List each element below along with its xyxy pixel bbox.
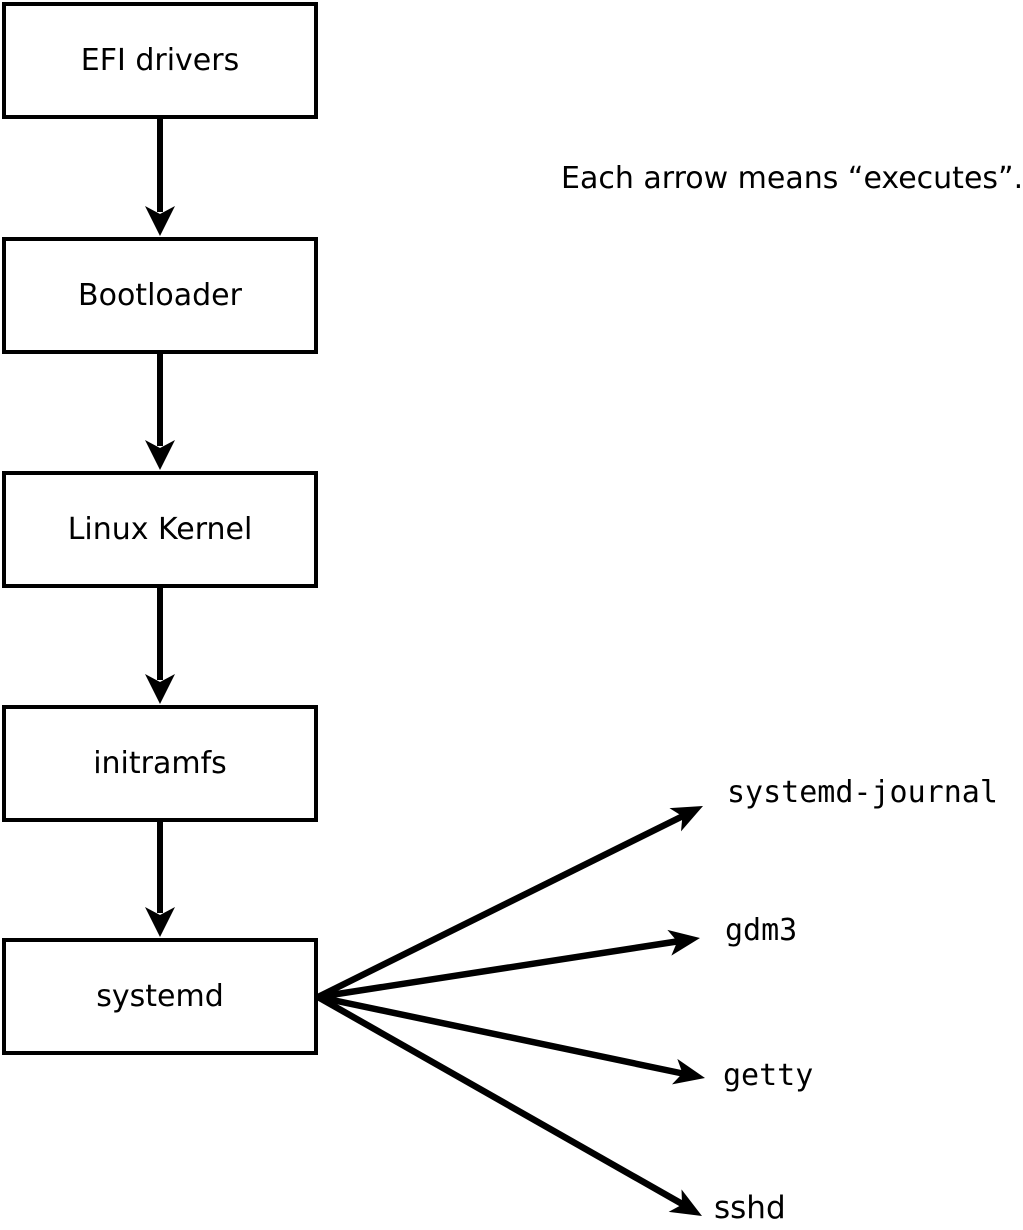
node-label: Bootloader xyxy=(78,278,242,313)
target-getty: getty xyxy=(723,1058,814,1093)
executes-arrow-initramfs-to-systemd xyxy=(145,822,175,937)
executes-arrow-systemd-to-gdm3 xyxy=(317,929,700,1001)
node-label: EFI drivers xyxy=(80,43,240,78)
target-systemd-journal: systemd-journal xyxy=(727,775,998,810)
executes-arrow-systemd-to-getty xyxy=(317,993,705,1085)
node-bootloader: Bootloader xyxy=(2,237,318,354)
target-sshd: sshd xyxy=(714,1190,786,1226)
node-initramfs: initramfs xyxy=(2,705,318,822)
node-efi-drivers: EFI drivers xyxy=(2,2,318,119)
executes-arrow-kernel-to-initramfs xyxy=(145,588,175,704)
executes-arrow-systemd-to-journal xyxy=(316,806,703,1000)
executes-arrow-systemd-to-sshd xyxy=(316,994,702,1216)
executes-arrow-efi-to-bootloader xyxy=(145,119,175,236)
node-systemd: systemd xyxy=(2,938,318,1055)
arrow-legend-text: Each arrow means “executes”. xyxy=(561,161,1023,196)
node-label: systemd xyxy=(96,979,224,1014)
node-linux-kernel: Linux Kernel xyxy=(2,471,318,588)
node-label: initramfs xyxy=(93,746,227,781)
node-label: Linux Kernel xyxy=(67,512,253,547)
executes-arrow-bootloader-to-kernel xyxy=(145,354,175,470)
target-gdm3: gdm3 xyxy=(725,913,798,948)
